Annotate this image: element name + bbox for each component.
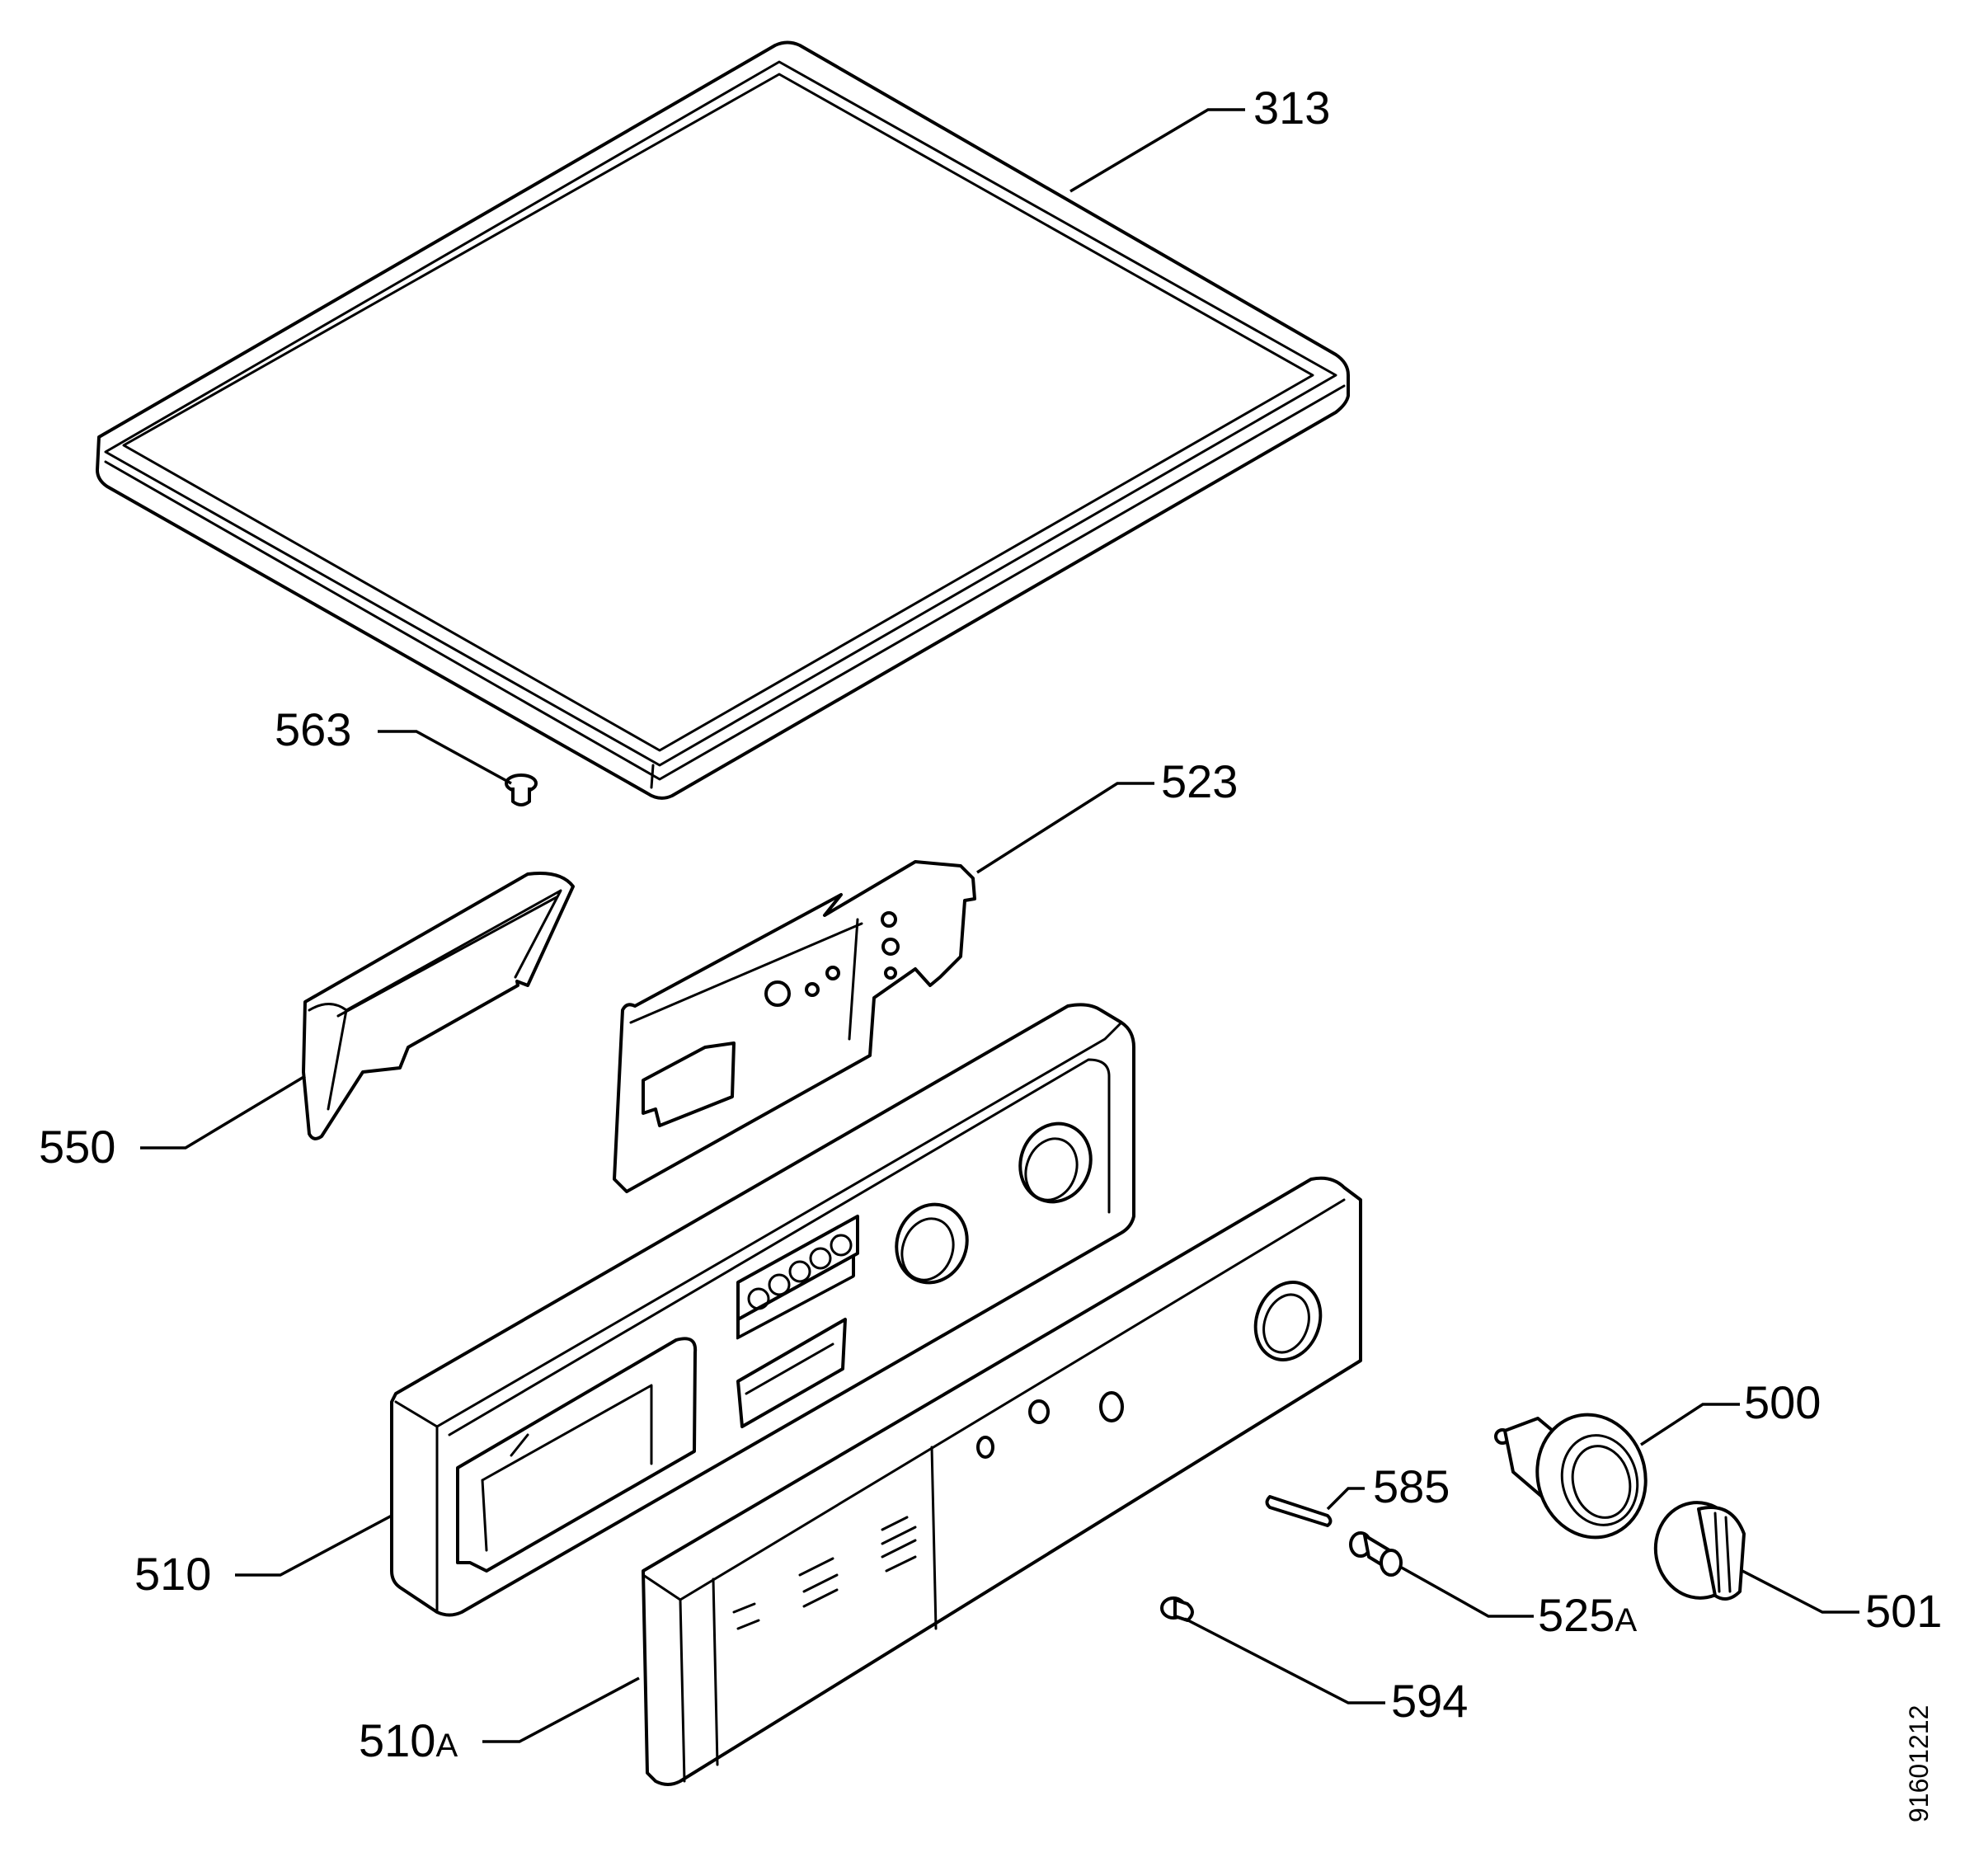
part-523-bracket — [613, 860, 976, 1193]
leader-550 — [140, 1074, 306, 1150]
label-501: 501 — [1865, 1585, 1942, 1637]
label-313: 313 — [1253, 82, 1330, 134]
part-500-selector-housing — [1494, 1413, 1648, 1540]
leader-510a — [482, 1676, 640, 1743]
part-585-pin — [1265, 1495, 1333, 1527]
leader-563 — [378, 730, 512, 785]
label-510a: 510A — [359, 1714, 458, 1766]
leader-501 — [1742, 1569, 1859, 1614]
label-594: 594 — [1391, 1675, 1468, 1727]
leader-500 — [1640, 1403, 1740, 1446]
leader-523 — [976, 782, 1154, 874]
leader-594 — [1184, 1617, 1385, 1704]
label-525a: 525A — [1538, 1589, 1637, 1641]
leader-313 — [1069, 108, 1245, 193]
part-number-labels: 313 563 523 550 510 510A 500 585 525A 50… — [39, 82, 1942, 1766]
leader-525a — [1399, 1565, 1534, 1618]
label-563: 563 — [275, 703, 351, 755]
part-313-top-cover — [96, 40, 1350, 800]
part-550-drawer-handle — [302, 872, 575, 1140]
fascia-print-marks — [732, 1516, 917, 1630]
part-594-button — [1160, 1596, 1194, 1622]
leader-510 — [235, 1514, 393, 1577]
leader-lines — [140, 108, 1859, 1743]
drawing-code: 91601212 — [1904, 1705, 1934, 1822]
part-525a-spindle — [1349, 1531, 1403, 1577]
part-501-knob — [1653, 1501, 1746, 1601]
part-510-control-panel — [390, 1003, 1135, 1617]
part-563-screw — [505, 773, 538, 806]
part-510a-fascia-plate — [642, 1176, 1362, 1786]
label-500: 500 — [1744, 1376, 1821, 1428]
leader-585 — [1326, 1487, 1365, 1511]
label-550: 550 — [39, 1121, 115, 1173]
label-585: 585 — [1373, 1460, 1450, 1512]
label-523: 523 — [1161, 755, 1238, 807]
label-510: 510 — [134, 1548, 211, 1600]
